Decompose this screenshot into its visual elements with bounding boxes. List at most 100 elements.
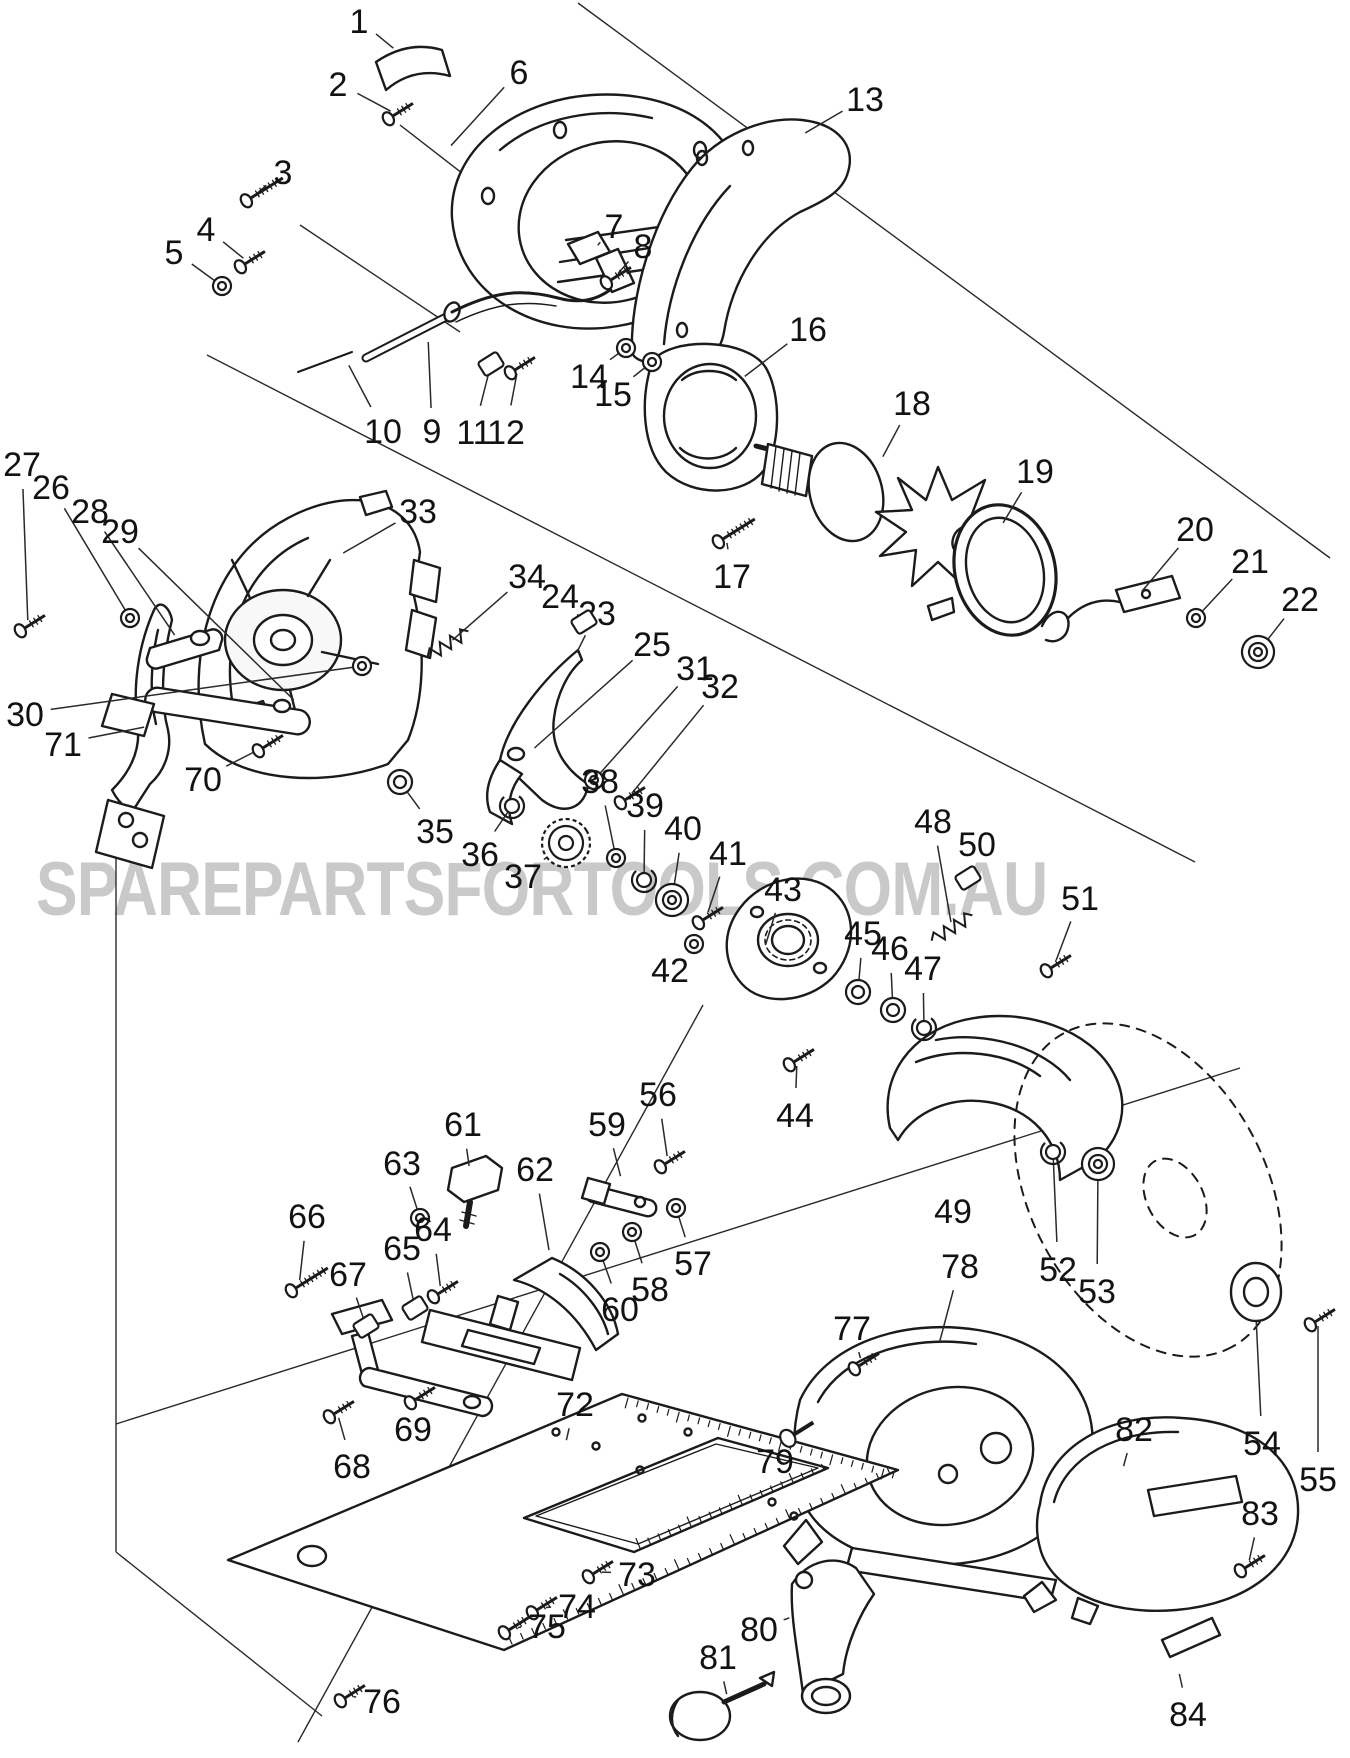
leader-line-13 — [804, 110, 843, 134]
leader-line-2 — [357, 92, 392, 112]
leader-line-80 — [783, 1617, 790, 1621]
leader-line-57 — [677, 1213, 686, 1238]
part-label-82: 82 — [1115, 1411, 1153, 1449]
leader-line-65 — [406, 1272, 415, 1303]
part-label-26: 26 — [32, 469, 70, 507]
leader-line-84 — [1178, 1673, 1184, 1688]
armature — [753, 441, 1010, 590]
part-glyph-screw — [525, 1596, 558, 1621]
part-glyph-pin — [779, 1420, 815, 1448]
leader-line-51 — [1055, 921, 1072, 961]
leader-line-6 — [450, 86, 505, 147]
leader-line-54 — [1255, 1321, 1262, 1417]
part-label-83: 83 — [1241, 1495, 1279, 1533]
part-label-47: 47 — [904, 950, 942, 988]
part-label-84: 84 — [1169, 1696, 1207, 1734]
leader-line-26 — [63, 507, 128, 614]
depth-lever — [580, 1176, 658, 1218]
part-glyph-clip — [910, 1014, 938, 1042]
leader-line-21 — [1199, 578, 1233, 615]
leader-line-60 — [601, 1257, 612, 1284]
part-label-36: 36 — [461, 836, 499, 874]
part-label-69: 69 — [394, 1411, 432, 1449]
part-glyph-washer — [119, 607, 141, 629]
part-label-81: 81 — [699, 1639, 737, 1677]
part-label-44: 44 — [776, 1097, 814, 1135]
part-label-42: 42 — [651, 952, 689, 990]
part-label-7: 7 — [605, 208, 624, 246]
leader-line-72 — [565, 1428, 570, 1441]
leader-line-81 — [723, 1681, 728, 1695]
part-glyph-screwlong — [284, 1266, 329, 1299]
base-plate — [226, 1392, 900, 1652]
part-label-16: 16 — [789, 311, 827, 349]
part-label-22: 22 — [1281, 581, 1319, 619]
part-label-8: 8 — [634, 228, 653, 266]
leader-line-43 — [765, 912, 777, 945]
part-glyph-washer — [615, 337, 637, 359]
part-label-77: 77 — [833, 1310, 871, 1348]
part-label-28: 28 — [71, 493, 109, 531]
leader-line-83 — [1248, 1537, 1256, 1561]
clamp-levers — [100, 628, 311, 738]
fan-baffle-ring — [926, 503, 1058, 637]
part-label-46: 46 — [871, 930, 909, 968]
part-glyph-washer — [211, 275, 233, 297]
part-label-10: 10 — [364, 413, 402, 451]
part-label-79: 79 — [756, 1443, 794, 1481]
part-label-52: 52 — [1039, 1251, 1077, 1289]
leader-line-7 — [597, 241, 601, 246]
part-glyph-rect — [954, 865, 982, 891]
part-label-24: 24 — [541, 578, 579, 616]
leader-line-59 — [612, 1148, 622, 1177]
part-glyph-screw — [322, 1400, 355, 1425]
part-label-67: 67 — [329, 1256, 367, 1294]
part-glyph-screw — [782, 1048, 815, 1073]
leader-line-71 — [88, 726, 145, 739]
power-cord — [297, 288, 612, 373]
leader-line-4 — [222, 241, 244, 259]
part-label-74: 74 — [558, 1588, 596, 1626]
part-label-4: 4 — [197, 211, 216, 249]
part-glyph-rect — [352, 1313, 380, 1339]
part-label-50: 50 — [958, 826, 996, 864]
leader-line-41 — [707, 876, 721, 913]
part-glyph-ring — [386, 768, 414, 796]
knob — [668, 1670, 776, 1742]
leader-line-28 — [103, 531, 176, 636]
part-label-54: 54 — [1243, 1425, 1281, 1463]
part-glyph-washer — [351, 655, 373, 677]
part-label-9: 9 — [423, 413, 442, 451]
leader-line-33 — [342, 522, 396, 554]
part-label-31: 31 — [676, 650, 714, 688]
part-glyph-screw — [847, 1352, 880, 1377]
leader-line-68 — [337, 1417, 346, 1441]
bearing-flange — [725, 877, 853, 1001]
part-label-13: 13 — [846, 81, 884, 119]
part-glyph-screw — [613, 786, 646, 811]
leader-line-18 — [882, 424, 901, 458]
part-label-37: 37 — [504, 858, 542, 896]
part-label-18: 18 — [893, 385, 931, 423]
part-label-14: 14 — [570, 358, 608, 396]
part-label-11: 11 — [456, 414, 491, 452]
saw-blade-dashed — [1013, 1022, 1283, 1358]
part-label-17: 17 — [713, 558, 751, 596]
leader-line-17 — [726, 542, 729, 550]
part-label-73: 73 — [618, 1556, 656, 1594]
part-label-48: 48 — [914, 803, 952, 841]
part-label-20: 20 — [1176, 511, 1214, 549]
ruler-ticks — [624, 1397, 895, 1480]
leader-line-61 — [465, 1148, 470, 1167]
part-label-21: 21 — [1231, 543, 1269, 581]
leader-line-27 — [22, 488, 29, 621]
leader-line-56 — [660, 1118, 668, 1157]
part-label-57: 57 — [674, 1245, 712, 1283]
part-label-6: 6 — [510, 54, 529, 92]
switch — [566, 230, 636, 294]
part-glyph-screw — [403, 1386, 436, 1411]
part-glyph-spring — [426, 628, 469, 658]
part-label-34: 34 — [508, 558, 546, 596]
leader-line-64 — [435, 1253, 442, 1287]
